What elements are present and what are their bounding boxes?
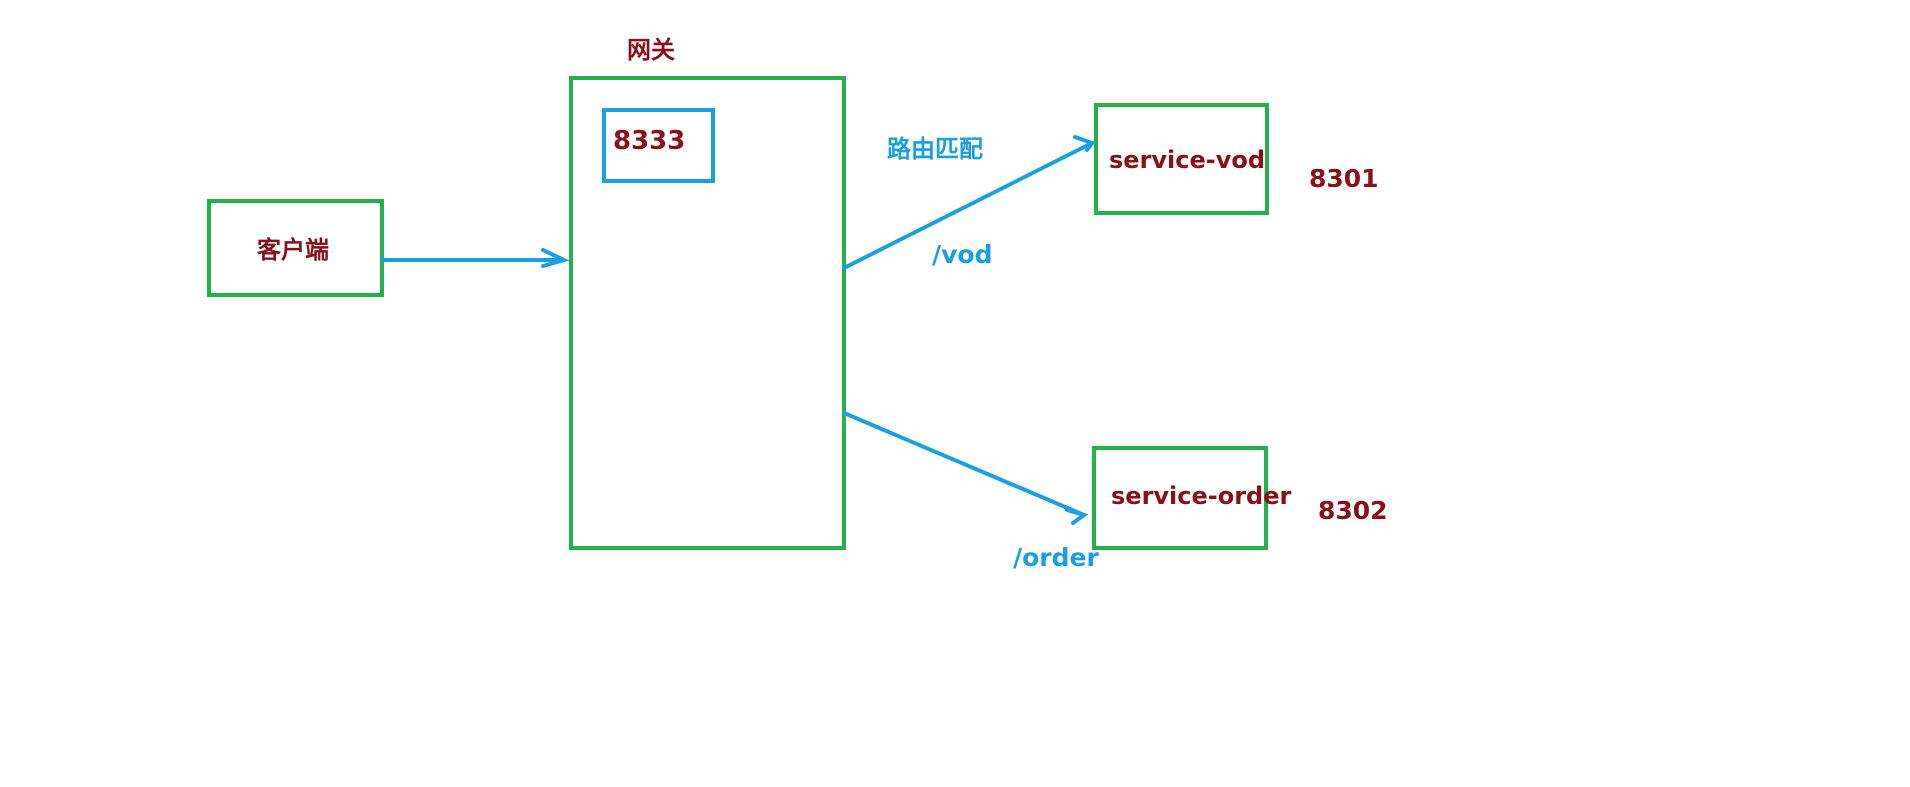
client-box	[207, 199, 384, 297]
client-to-gateway-arrow	[380, 248, 570, 268]
client-label: 客户端	[257, 236, 329, 264]
gateway-box	[569, 76, 846, 550]
gateway-to-vod-arrow	[842, 135, 1096, 270]
route-path-vod: /vod	[932, 240, 993, 269]
service-order-box	[1092, 446, 1268, 550]
gateway-port: 8333	[613, 126, 686, 156]
gateway-port-box	[602, 108, 715, 183]
service-vod-box	[1094, 103, 1269, 215]
service-order-label: service-order	[1111, 482, 1292, 510]
gateway-to-order-arrow	[842, 411, 1089, 525]
service-vod-port: 8301	[1309, 164, 1379, 193]
service-vod-label: service-vod	[1109, 146, 1266, 174]
route-path-order: /order	[1013, 543, 1099, 572]
routing-label: 路由匹配	[887, 135, 983, 163]
service-order-port: 8302	[1318, 496, 1388, 525]
gateway-title: 网关	[627, 36, 675, 64]
